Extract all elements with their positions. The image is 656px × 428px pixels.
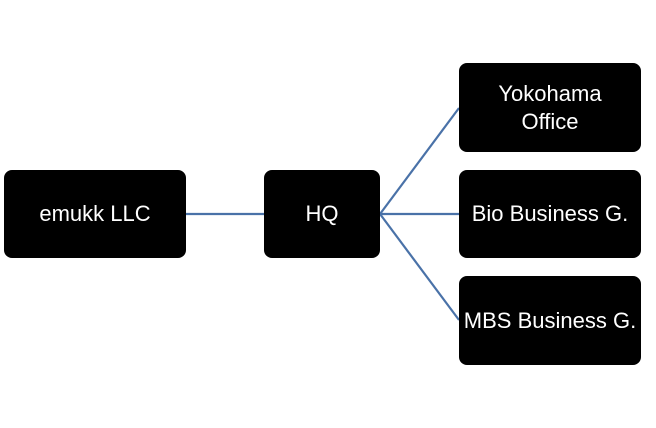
node-mbs-business-group: MBS Business G. <box>459 276 641 365</box>
connector-hq-yokohama <box>379 107 460 215</box>
node-emukk-llc: emukk LLC <box>4 170 186 258</box>
node-yokohama-office: Yokohama Office <box>459 63 641 152</box>
node-bio-business-group: Bio Business G. <box>459 170 641 258</box>
node-hq: HQ <box>264 170 380 258</box>
connector-hq-mbs <box>379 213 460 321</box>
